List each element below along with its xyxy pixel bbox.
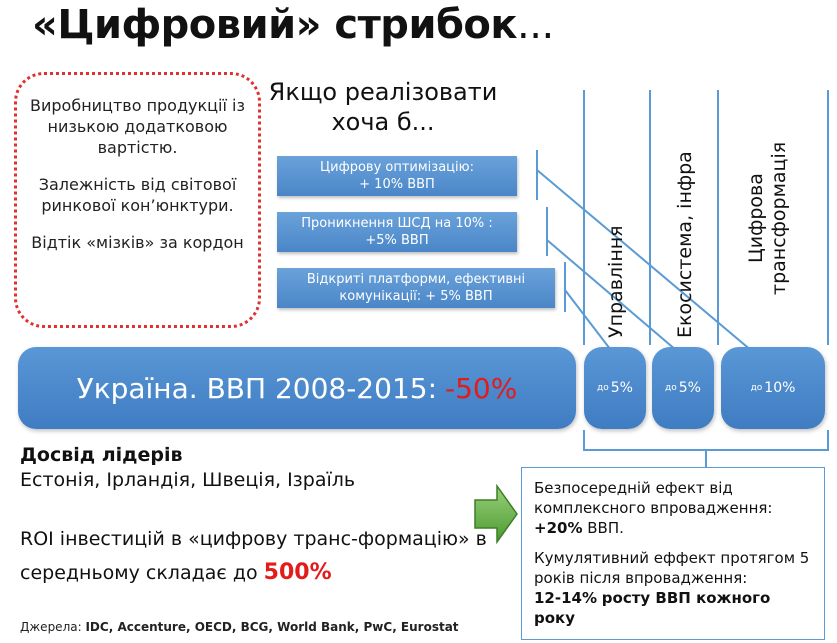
col3-line1: Цифрова: [745, 173, 767, 263]
sources-line: Джерела: IDC, Accenture, OECD, BCG, Worl…: [20, 620, 459, 634]
ukraine-gdp-label: Україна. ВВП 2008-2015:: [76, 371, 438, 405]
col3-line2: трансформація: [768, 141, 790, 295]
sources-list: IDC, Accenture, OECD, BCG, World Bank, P…: [85, 620, 459, 634]
option-broadband-penetration: Проникнення ШСД на 10% : +5% ВВП: [277, 212, 517, 252]
pill-prefix: до: [597, 383, 609, 393]
option-line: +5% ВВП: [365, 233, 429, 248]
pill-prefix: до: [665, 383, 677, 393]
option-line: комунікації: + 5% ВВП: [339, 289, 493, 304]
roi-description: ROI інвестицій в «цифрову транс-формацію…: [20, 528, 487, 584]
pill-value: 10%: [764, 380, 796, 396]
cumulative-effect-text: Кумулятивний еффект протягом 5 років піс…: [534, 549, 810, 587]
pill-value: 5%: [610, 380, 633, 396]
ukraine-gdp-bar: Україна. ВВП 2008-2015:-50%: [18, 347, 576, 429]
question-text: Якщо реалізовати хоча б...: [268, 78, 498, 136]
roi-text: ROI інвестицій в «цифрову транс-формацію…: [20, 522, 500, 590]
cumulative-effect-suffix: росту ВВП кожного року: [534, 589, 771, 627]
cumulative-effect-paragraph: Кумулятивний еффект протягом 5 років піс…: [534, 548, 816, 628]
problem-item: Виробництво продукції із низькою додатко…: [30, 96, 245, 157]
option-line: Цифрову оптимізацію:: [320, 160, 474, 175]
direct-effect-paragraph: Безпосередній ефект від комплексного впр…: [534, 478, 816, 538]
direct-effect-value: +20%: [534, 519, 583, 537]
problem-item: Залежність від світової ринкової кон’юнк…: [38, 175, 237, 215]
pill-value: 5%: [678, 380, 701, 396]
problems-box: Виробництво продукції із низькою додатко…: [14, 72, 261, 328]
leaders-title: Досвід лідерів: [20, 444, 183, 466]
column-header-management: Управління: [605, 225, 627, 338]
option-line: Відкриті платформи, ефективні: [306, 272, 526, 287]
roi-value: 500%: [263, 560, 332, 585]
effect-info-box: Безпосередній ефект від комплексного впр…: [521, 467, 825, 640]
option-line: Проникнення ШСД на 10% :: [301, 216, 493, 231]
option-digital-optimization: Цифрову оптимізацію: + 10% ВВП: [277, 156, 517, 196]
pill-prefix: до: [750, 383, 763, 393]
title-ellipsis: ...: [517, 2, 554, 48]
direct-effect-text: Безпосередній ефект від комплексного впр…: [534, 479, 773, 517]
direct-effect-suffix: ВВП.: [587, 519, 624, 537]
page-title: «Цифровий» стрибок...: [32, 2, 554, 48]
problem-item: Відтік «мізків» за кордон: [31, 233, 244, 252]
title-main: «Цифровий» стрибок: [32, 2, 518, 48]
ukraine-gdp-value: -50%: [445, 371, 518, 405]
option-line: + 10% ВВП: [359, 177, 435, 192]
right-arrow-icon: [474, 484, 518, 544]
leaders-list: Естонія, Ірландія, Швеція, Ізраїль: [20, 469, 356, 491]
option-open-platforms: Відкриті платформи, ефективні комунікаці…: [277, 268, 555, 308]
cumulative-effect-value: 12-14%: [534, 589, 598, 607]
column-header-ecosystem: Екосистема, інфра: [674, 151, 696, 338]
sources-label: Джерела:: [20, 620, 82, 634]
